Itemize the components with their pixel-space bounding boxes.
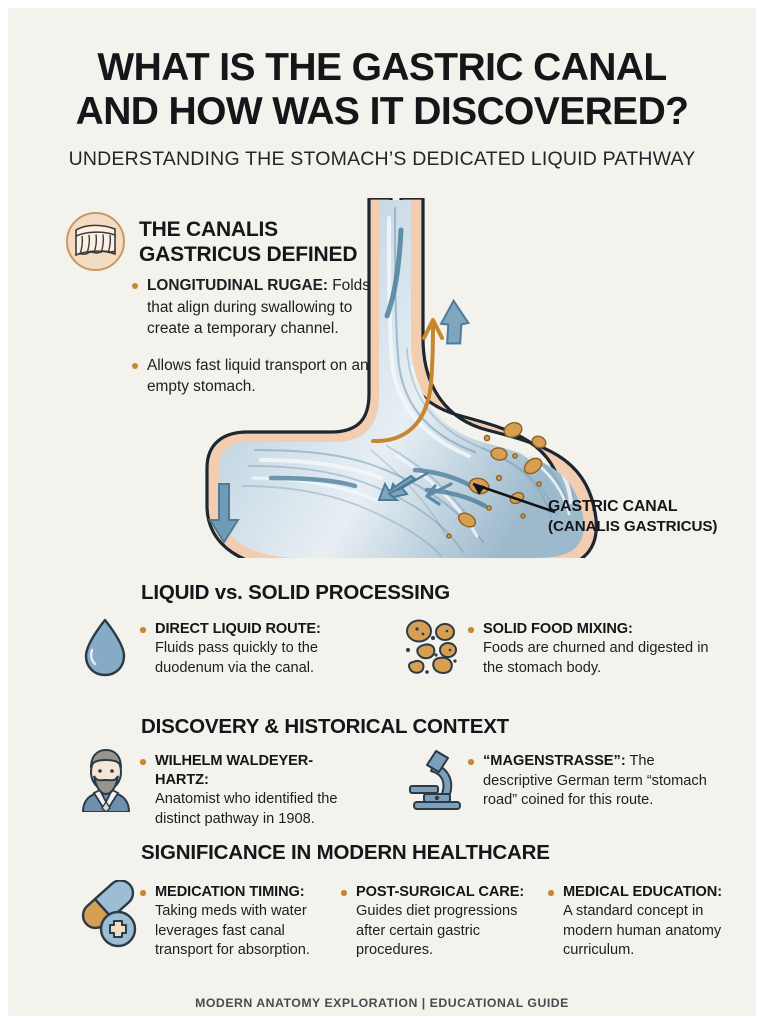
stomach-anatomy-illustration: [183, 196, 603, 572]
section1-heading-line-1: THE CANALIS: [139, 218, 278, 241]
section1-bullets: LONGITUDINAL RUGAE: Folds that align dur…: [130, 275, 380, 413]
flow-arrow-antrum: [377, 472, 429, 501]
item-body: Taking meds with water leverages fast ca…: [155, 903, 310, 959]
item-lead: MEDICAL EDUCATION:: [563, 884, 722, 900]
item-body: A standard concept in modern human anato…: [563, 903, 722, 959]
item-lead: MEDICATION TIMING:: [155, 884, 305, 900]
scientist-portrait-icon: [73, 746, 139, 814]
flow-arrows-blue: [425, 482, 453, 506]
item-body: Guides diet progressions after certain g…: [356, 903, 518, 959]
pill-capsule-icon: [70, 879, 144, 952]
stomach-svg: [205, 196, 598, 572]
section1-heading-line-2: GASTRICUS DEFINED: [139, 242, 358, 266]
section4-item-medication: MEDICATION TIMING: Taking meds with wate…: [139, 883, 329, 961]
callout-line-1: GASTRIC CANAL: [548, 498, 678, 515]
section4-item-education: MEDICAL EDUCATION: A standard concept in…: [547, 883, 722, 961]
pill-capsule-glyph: [81, 879, 137, 948]
item-lead: WILHELM WALDEYER-HARTZ:: [155, 753, 314, 788]
food-particles: [446, 422, 547, 539]
callout-leader-line: [472, 482, 556, 514]
microscope-icon: [406, 746, 468, 812]
title-line-1: WHAT IS THE GASTRIC CANAL: [97, 46, 667, 89]
gastric-canal-arrow-orange: [371, 318, 444, 444]
item-lead: POST-SURGICAL CARE:: [356, 884, 525, 900]
section3-item-waldeyer: WILHELM WALDEYER-HARTZ: Anatomist who id…: [139, 752, 354, 829]
section2-item-solid: SOLID FOOD MIXING: Foods are churned and…: [467, 620, 717, 678]
title-line-2: AND HOW WAS IT DISCOVERED?: [75, 90, 689, 133]
section2-item-liquid: DIRECT LIQUID ROUTE: Fluids pass quickly…: [139, 620, 339, 678]
bullet-lead: LONGITUDINAL RUGAE:: [147, 277, 328, 294]
water-drop-icon: [78, 616, 132, 680]
section3-heading: DISCOVERY & HISTORICAL CONTEXT: [141, 715, 509, 738]
microscope-glyph: [409, 750, 461, 810]
bullet-body: Folds that align during swallowing to cr…: [147, 277, 370, 337]
food-chunks-icon: [403, 614, 465, 676]
section3-item-magenstrasse: “MAGENSTRASSE”: The descriptive German t…: [467, 752, 717, 811]
callout-line-2: (CANALIS GASTRICUS): [548, 518, 718, 535]
item-lead: “MAGENSTRASSE”:: [483, 753, 626, 769]
item-body: Foods are churned and digested in the st…: [483, 640, 709, 676]
section2-heading: LIQUID vs. SOLID PROCESSING: [141, 581, 450, 604]
bullet-body: Allows fast liquid transport on an empty…: [147, 356, 369, 396]
flow-arrow-duodenum: [208, 483, 240, 544]
item-body: Fluids pass quickly to the duodenum via …: [155, 640, 319, 676]
item-lead: SOLID FOOD MIXING:: [483, 621, 633, 637]
infographic-page: WHAT IS THE GASTRIC CANAL AND HOW WAS IT…: [8, 8, 756, 1016]
rugae-folds-glyph: [75, 224, 116, 257]
gastric-canal-callout: GASTRIC CANAL (CANALIS GASTRICUS): [548, 497, 748, 537]
list-item: LONGITUDINAL RUGAE: Folds that align dur…: [130, 275, 380, 340]
footer-text: MODERN ANATOMY EXPLORATION | EDUCATIONAL…: [195, 996, 569, 1010]
food-chunks-glyph: [406, 619, 457, 674]
section4-item-postsurgical: POST-SURGICAL CARE: Guides diet progress…: [340, 883, 535, 961]
item-lead: DIRECT LIQUID ROUTE:: [155, 621, 321, 637]
item-body: The descriptive German term “stomach roa…: [483, 753, 707, 809]
cardia-fold-marks: [384, 227, 404, 319]
page-title: WHAT IS THE GASTRIC CANAL AND HOW WAS IT…: [8, 46, 756, 134]
list-item: Allows fast liquid transport on an empty…: [130, 355, 380, 398]
page-subtitle: UNDERSTANDING THE STOMACH’S DEDICATED LI…: [68, 148, 696, 170]
section1-heading: THE CANALIS GASTRICUS DEFINED: [139, 218, 379, 267]
section4-heading: SIGNIFICANCE IN MODERN HEALTHCARE: [141, 841, 550, 864]
water-drop-glyph: [84, 618, 126, 677]
item-body: Anatomist who identified the distinct pa…: [155, 791, 338, 827]
flow-arrow-fundus: [439, 298, 471, 345]
scientist-portrait-glyph: [81, 748, 131, 814]
stomach-lumen: [219, 200, 584, 558]
rugae-folds-icon: [66, 212, 125, 271]
